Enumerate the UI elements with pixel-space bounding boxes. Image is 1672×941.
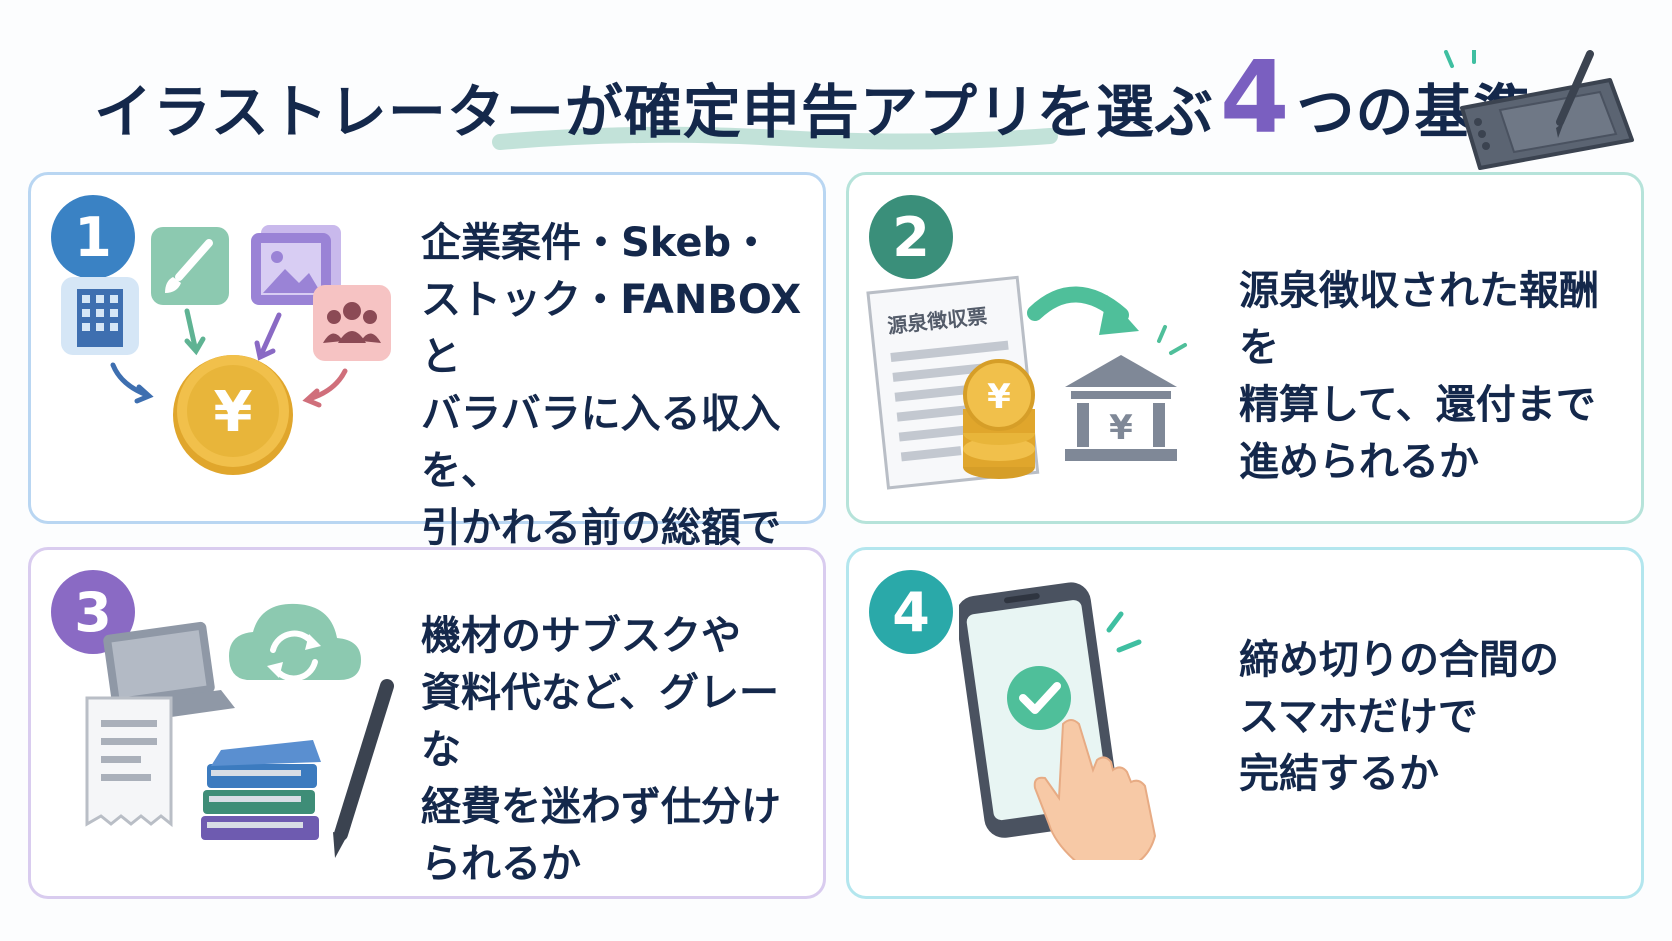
yen-coin-stack-icon: ¥ [963,359,1035,479]
criterion-card-1: 1 [28,172,826,608]
number-badge: 4 [869,570,953,654]
criterion-card-3: 3 [28,547,826,899]
pen-tablet-icon [1444,50,1634,170]
books-icon [201,740,321,840]
image-icon [251,225,341,305]
page-title: イラストレーターが確定申告アプリを選ぶ 4 つの基準 [94,48,1532,149]
title-number: 4 [1219,39,1291,156]
number-badge: 1 [51,195,135,279]
yen-symbol: ¥ [214,380,253,445]
criterion-text: 源泉徴収された報酬を 精算して、還付まで 進められるか [1239,268,1599,485]
people-icon [313,285,391,361]
checkmark-icon [1007,666,1071,730]
hand-icon [1033,719,1157,860]
pen-icon [333,679,394,858]
expenses-illustration [85,603,394,858]
criterion-card-4: 4 締め切りの合間の スマホだけで 完結するか [846,547,1644,899]
title-text-before: イラストレーターが確定申告アプリを選ぶ [94,78,1214,146]
building-icon [61,277,139,355]
criterion-card-2: 2 源泉徴収票 ¥ ¥ [846,172,1644,524]
arrow-icon [110,308,348,408]
yen-coin-icon: ¥ [173,355,293,475]
header: イラストレーターが確定申告アプリを選ぶ 4 つの基準 [0,40,1672,170]
yen-symbol: ¥ [987,377,1011,417]
paintbrush-icon [151,227,229,305]
bank-icon: ¥ [1065,325,1187,461]
smartphone-illustration [959,582,1157,860]
criterion-text: 機材のサブスクや 資料代など、グレーな 経費を迷わず仕分け られるか [421,613,781,887]
withholding-refund-illustration: 源泉徴収票 ¥ ¥ [866,275,1187,490]
title-underline [492,126,1058,150]
cloud-sync-icon [229,603,361,682]
number-badge: 2 [869,195,953,279]
svg-text:¥: ¥ [1109,408,1133,448]
income-sources-illustration: ¥ [61,225,391,475]
arrow-icon [1027,286,1139,335]
receipt-icon [85,696,173,828]
criterion-text: 締め切りの合間の スマホだけで 完結するか [1239,637,1559,797]
